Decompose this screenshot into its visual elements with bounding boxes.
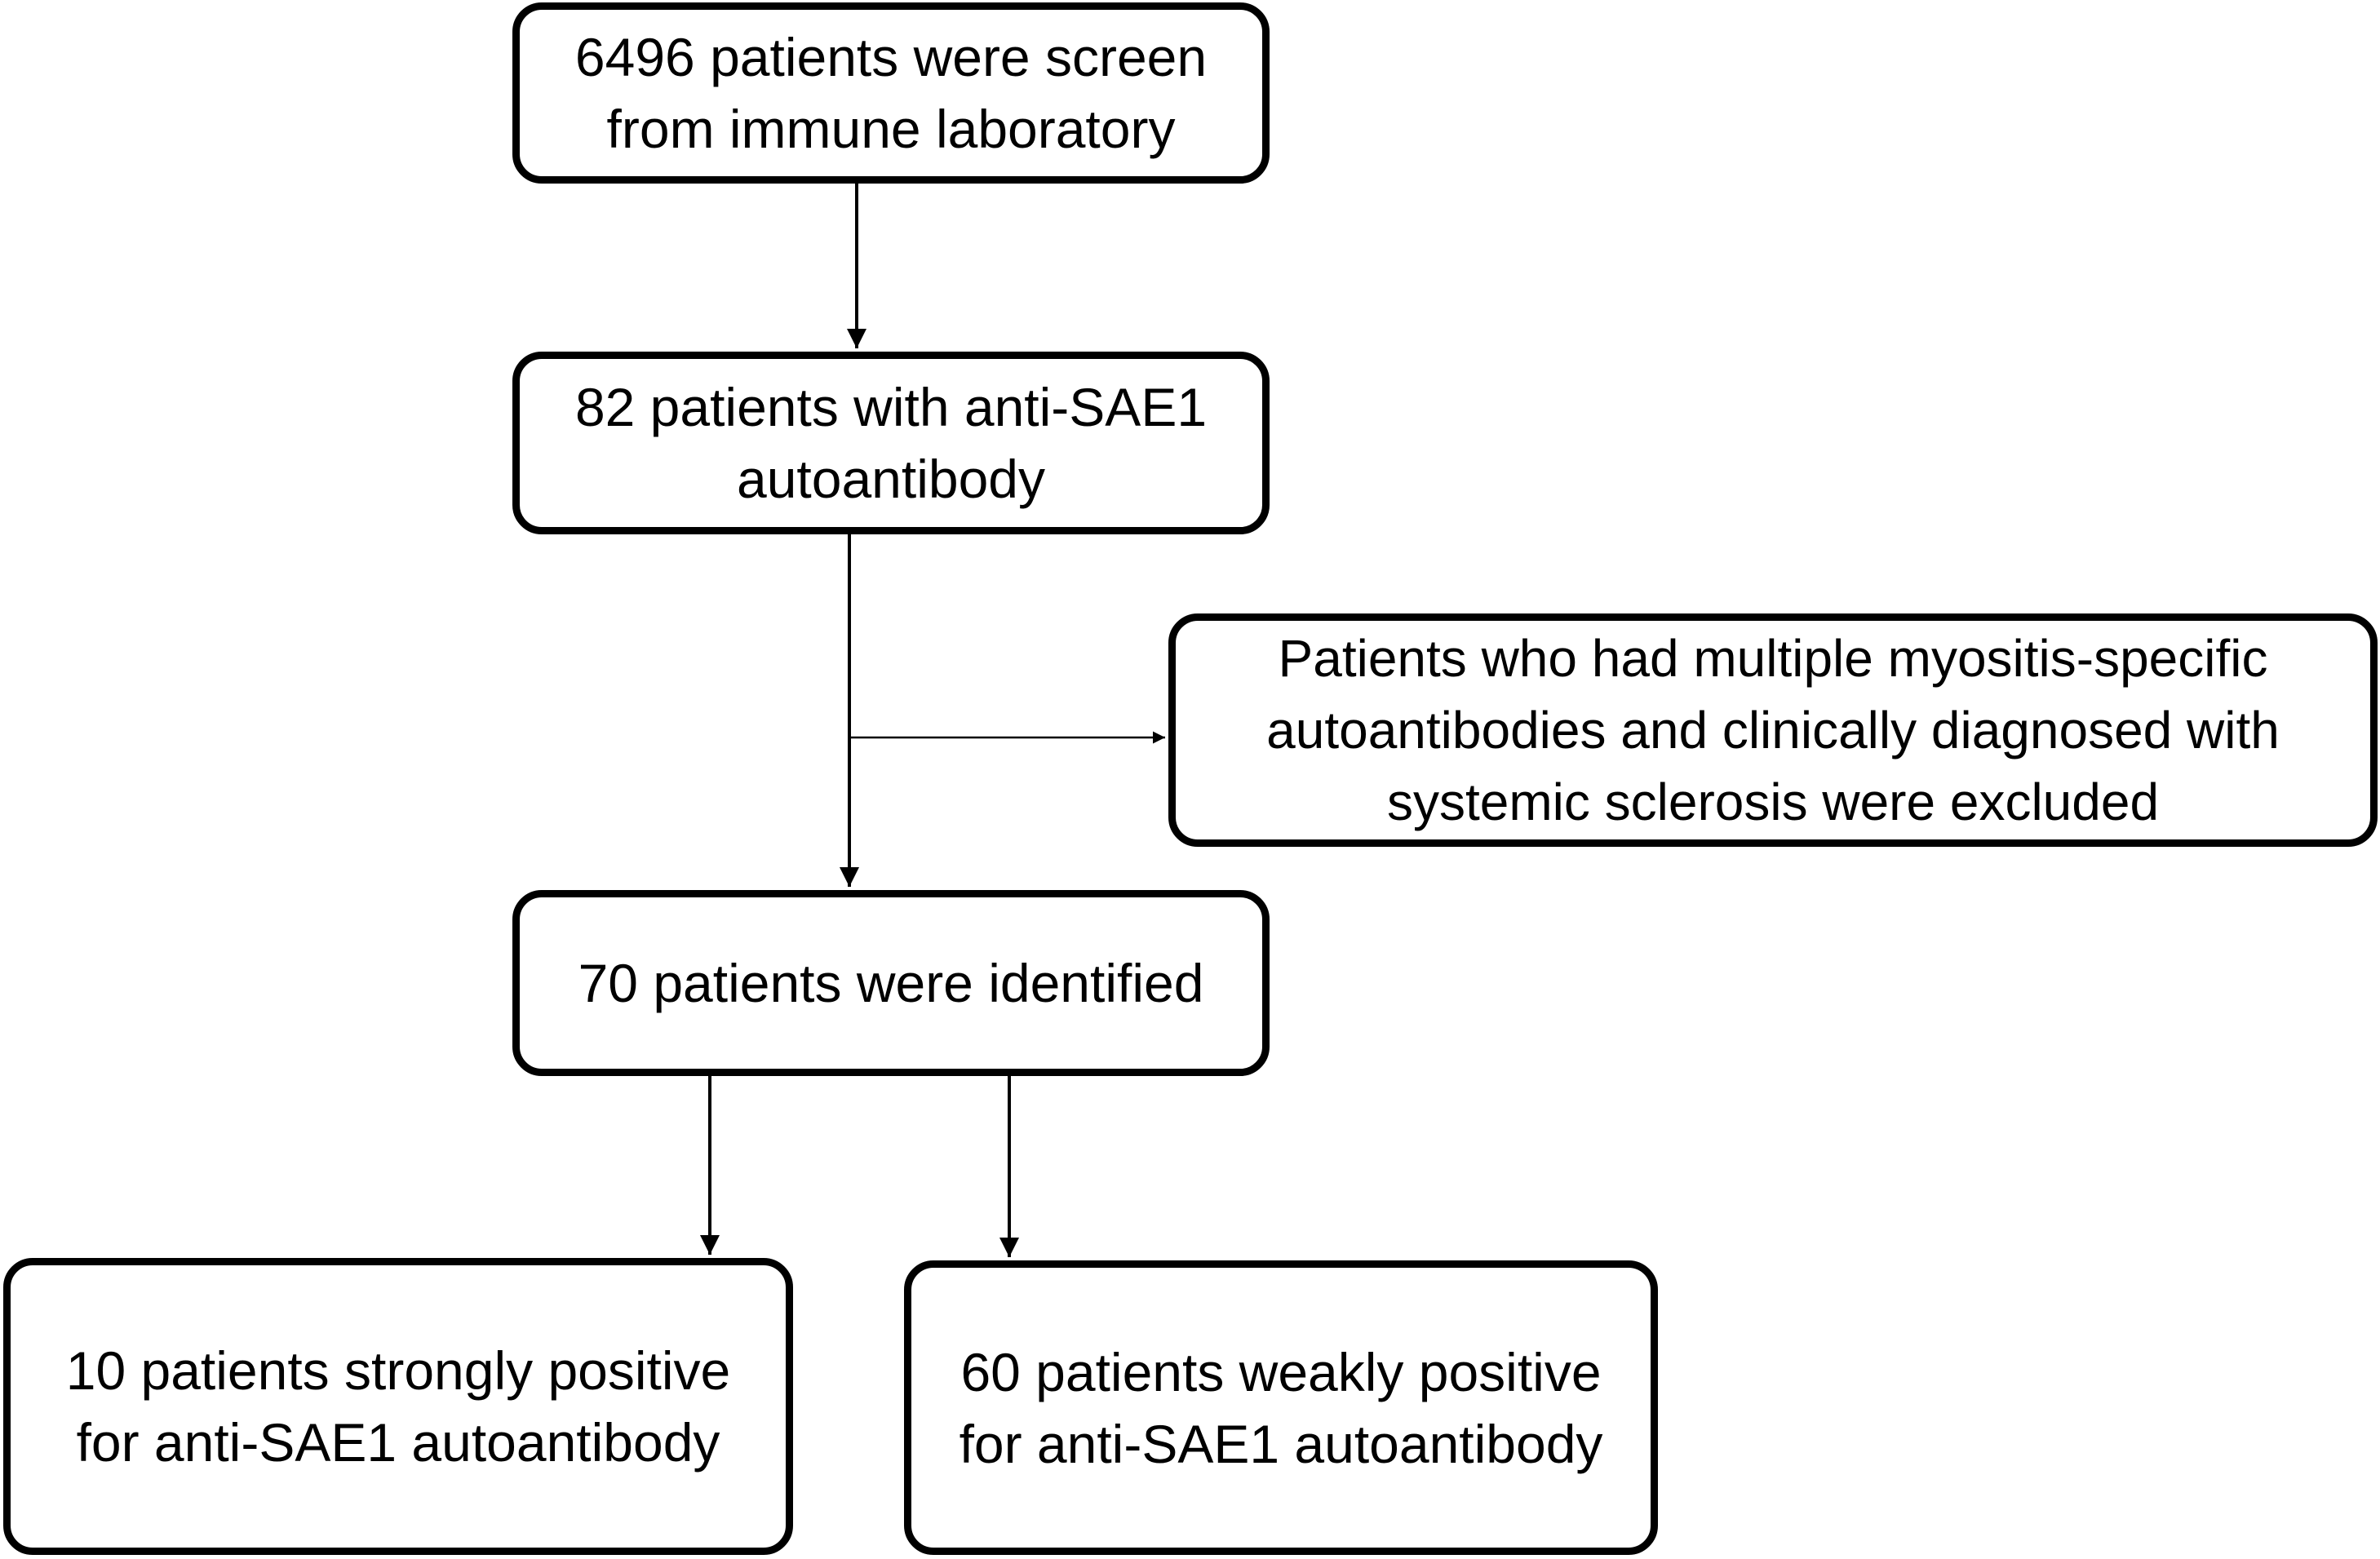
strongly-positive-text: 10 patients strongly positive for anti-S… (66, 1335, 730, 1478)
anti-sae1-patients-text: 82 patients with anti-SAE1 autoantibody (575, 371, 1207, 515)
identified-line-1: 70 patients were identified (578, 953, 1204, 1013)
identified-patients-text: 70 patients were identified (578, 947, 1204, 1019)
strongly-positive-line-1: 10 patients strongly positive (65, 1340, 731, 1401)
identified-patients-box: 70 patients were identified (512, 890, 1270, 1076)
excluded-line-2: autoantibodies and clinically diagnosed … (1266, 701, 2280, 760)
weakly-positive-text: 60 patients weakly positive for anti-SAE… (960, 1336, 1603, 1480)
screened-patients-text: 6496 patients were screen from immune la… (575, 21, 1207, 165)
strongly-positive-box: 10 patients strongly positive for anti-S… (3, 1258, 793, 1555)
excluded-line-3: systemic sclerosis were excluded (1386, 773, 2160, 831)
strongly-positive-line-2: for anti-SAE1 autoantibody (76, 1412, 720, 1473)
anti-sae1-line-1: 82 patients with anti-SAE1 (574, 377, 1208, 437)
screened-line-2: from immune laboratory (606, 99, 1176, 159)
screened-line-1: 6496 patients were screen (574, 27, 1208, 87)
excluded-patients-box: Patients who had multiple myositis-speci… (1168, 613, 2378, 847)
weakly-positive-box: 60 patients weakly positive for anti-SAE… (904, 1260, 1658, 1555)
excluded-line-1: Patients who had multiple myositis-speci… (1278, 629, 2268, 688)
weakly-positive-line-2: for anti-SAE1 autoantibody (959, 1413, 1603, 1474)
excluded-patients-text: Patients who had multiple myositis-speci… (1266, 622, 2280, 838)
anti-sae1-patients-box: 82 patients with anti-SAE1 autoantibody (512, 352, 1270, 534)
anti-sae1-line-2: autoantibody (737, 449, 1045, 509)
weakly-positive-line-1: 60 patients weakly positive (960, 1341, 1602, 1402)
screened-patients-box: 6496 patients were screen from immune la… (512, 2, 1270, 184)
